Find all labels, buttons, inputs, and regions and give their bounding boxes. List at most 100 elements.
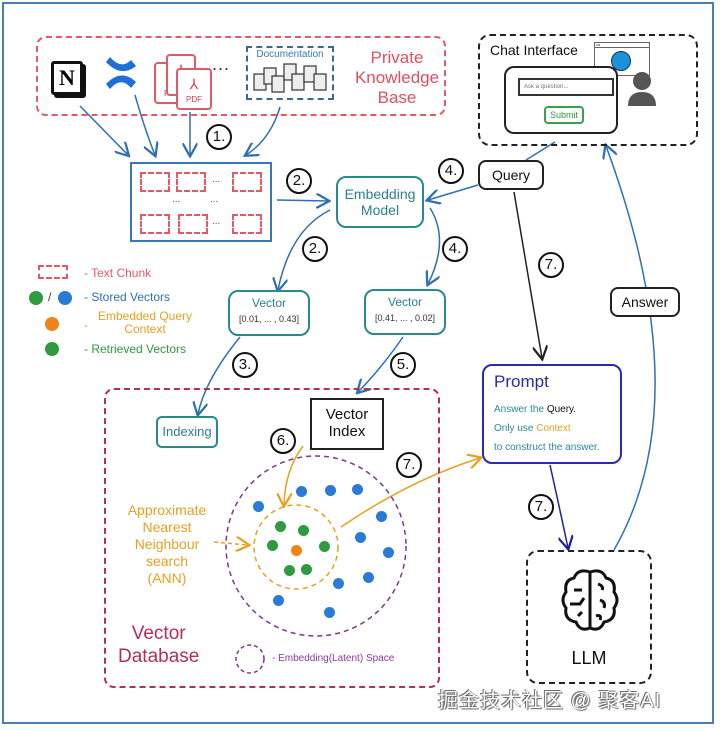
latent-space-circle bbox=[225, 455, 407, 637]
embedding-model-line-1: Embedding bbox=[344, 186, 416, 202]
llm-group bbox=[526, 550, 652, 684]
prompt-text: Only use bbox=[494, 423, 537, 434]
vector-database-group bbox=[104, 388, 440, 688]
retrieved-vector-point bbox=[284, 565, 295, 576]
step-2-marker: 2. bbox=[286, 168, 312, 194]
vector-index-line-2: Index bbox=[328, 423, 366, 440]
ann-line-4: search bbox=[145, 553, 189, 569]
prompt-title: Prompt bbox=[494, 372, 549, 391]
retrieved-vector-point bbox=[319, 541, 330, 552]
legend-stored-blue-dot bbox=[58, 291, 72, 305]
answer-node: Answer bbox=[610, 287, 680, 317]
stored-vector-point bbox=[383, 547, 394, 558]
step-6-marker: 6. bbox=[270, 428, 296, 454]
submit-button[interactable]: Submit bbox=[544, 106, 585, 124]
prompt-line-1: Answer the Query. bbox=[494, 404, 576, 415]
arrow-query-to-embedding bbox=[428, 184, 479, 200]
stored-vector-point bbox=[355, 532, 366, 543]
step-2-marker: 2. bbox=[302, 236, 328, 262]
kb-title-line-3: Base bbox=[377, 88, 417, 107]
stored-vector-point bbox=[325, 485, 336, 496]
chat-form-card: Submit bbox=[504, 66, 618, 134]
question-input[interactable] bbox=[518, 78, 614, 96]
text-chunks-box: ... ... ... ... bbox=[130, 162, 272, 242]
globe-icon bbox=[611, 51, 631, 71]
arrow-llm-to-chat bbox=[606, 146, 656, 551]
embedding-model-line-2: Model bbox=[360, 202, 400, 218]
chat-interface-title: Chat Interface bbox=[490, 42, 578, 58]
stored-vector-point bbox=[324, 607, 335, 618]
arrow-chunks-to-embedding bbox=[276, 200, 328, 201]
documentation-label: Documentation bbox=[256, 49, 324, 60]
ann-line-5: (ANN) bbox=[147, 570, 187, 586]
step-3-marker: 3. bbox=[232, 352, 258, 378]
stored-vector-point bbox=[333, 578, 344, 589]
pdf-icon-front: ⅄PDF bbox=[176, 68, 212, 110]
vector-left-title: Vector bbox=[251, 296, 287, 310]
query-vector-point bbox=[291, 545, 302, 556]
arrow-prompt-to-llm bbox=[549, 464, 568, 548]
confluence-icon bbox=[106, 57, 136, 89]
legend-stored-vectors-label: - Stored Vectors bbox=[84, 290, 171, 304]
legend-query-prefix: - bbox=[84, 318, 88, 332]
prompt-text: Answer the bbox=[494, 404, 547, 415]
kb-title-line-2: Knowledge bbox=[354, 68, 440, 87]
llm-label: LLM bbox=[571, 648, 607, 668]
notion-icon: N bbox=[51, 61, 83, 95]
knowledge-base-group bbox=[36, 36, 446, 116]
user-avatar-icon bbox=[628, 72, 656, 106]
stored-vector-point bbox=[296, 486, 307, 497]
step-4-marker: 4. bbox=[438, 158, 464, 184]
more-sources-ellipsis: ... bbox=[212, 54, 231, 74]
arrow-vector-left-to-indexing bbox=[198, 336, 241, 414]
legend-retrieved-dot bbox=[45, 342, 59, 356]
vector-database-title: Vector Database bbox=[118, 622, 199, 668]
brain-icon bbox=[561, 569, 619, 631]
step-5-marker: 5. bbox=[390, 352, 416, 378]
arrow-ann-label-to-circle bbox=[213, 542, 248, 545]
stored-vector-point bbox=[376, 511, 387, 522]
text-chunk bbox=[140, 214, 170, 234]
arrow-index-to-ann bbox=[284, 445, 304, 505]
stored-vector-point bbox=[273, 595, 284, 606]
watermark: 掘金技术社区 @ 聚客AI bbox=[438, 690, 662, 712]
arrow-query-to-prompt bbox=[513, 191, 542, 358]
stored-vector-point bbox=[352, 484, 363, 495]
vector-left-value: [0.01, ... , 0.43] bbox=[238, 314, 300, 324]
vector-right-box: Vector [0.41, ... , 0.02] bbox=[364, 289, 446, 335]
legend-separator: / bbox=[48, 290, 52, 304]
documentation-group bbox=[246, 46, 334, 100]
prompt-query-word: Query. bbox=[546, 404, 577, 415]
prompt-box: Prompt Answer the Query. Only use Contex… bbox=[482, 364, 622, 464]
step-7-marker: 7. bbox=[538, 252, 564, 278]
step-7-marker: 7. bbox=[528, 494, 554, 520]
arrow-embedding-to-vector-left bbox=[278, 209, 331, 290]
latent-space-legend-label: - Embedding(Latent) Space bbox=[272, 653, 395, 664]
arrow-ann-to-prompt bbox=[340, 458, 480, 528]
chunk-ellipsis: ... bbox=[210, 194, 219, 205]
ann-line-3: Neighbour bbox=[134, 536, 200, 552]
text-chunk bbox=[178, 214, 208, 234]
chunk-ellipsis: ... bbox=[172, 194, 181, 205]
arrow-docs-to-chunks bbox=[246, 106, 281, 155]
prompt-context-word: Context bbox=[536, 423, 571, 434]
text-chunk bbox=[140, 172, 170, 192]
knowledge-base-title: Private Knowledge Base bbox=[352, 48, 442, 108]
stored-vector-point bbox=[363, 572, 374, 583]
text-chunk bbox=[176, 172, 206, 192]
indexing-box: Indexing bbox=[156, 416, 218, 448]
legend-query-dot bbox=[45, 317, 59, 331]
arrow-embedding-to-vector-right bbox=[428, 207, 441, 284]
legend-text-chunk-label: - Text Chunk bbox=[84, 266, 152, 280]
arrow-vector-right-to-index bbox=[358, 336, 404, 392]
legend-retrieved-label: - Retrieved Vectors bbox=[84, 342, 187, 356]
legend-query-label: Embedded Query Context bbox=[92, 310, 198, 336]
vector-right-value: [0.41, ... , 0.02] bbox=[374, 313, 436, 323]
chunk-ellipsis: ... bbox=[212, 174, 221, 185]
text-chunk bbox=[232, 214, 262, 234]
retrieved-vector-point bbox=[301, 564, 312, 575]
chunk-ellipsis: ... bbox=[212, 216, 221, 227]
legend-query-line-2: Context bbox=[124, 322, 166, 336]
documents-icon bbox=[253, 63, 327, 93]
